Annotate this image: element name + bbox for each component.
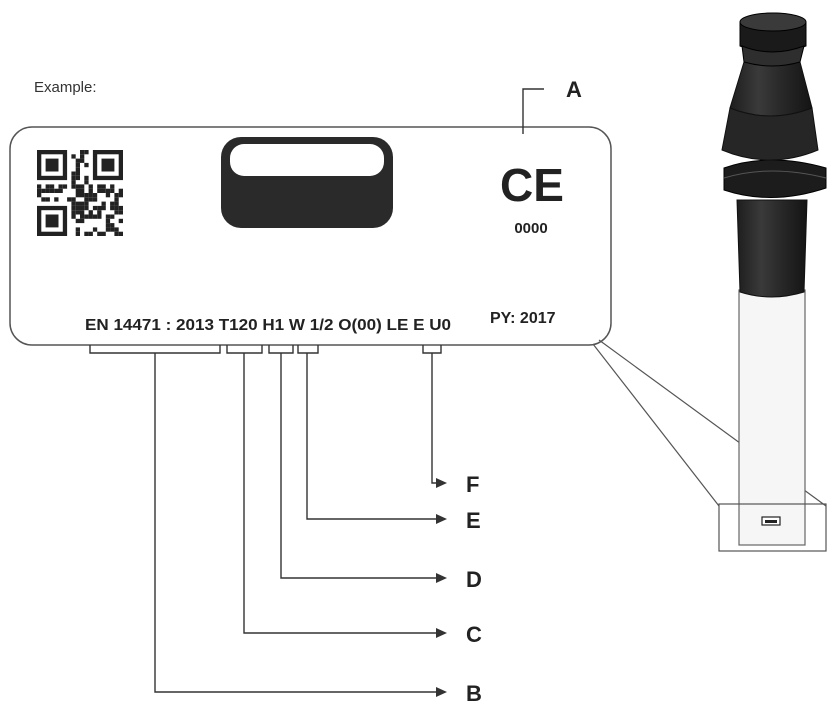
arrow-e-icon — [436, 514, 447, 524]
production-year: PY: 2017 — [490, 310, 556, 327]
flue-pipe-cone — [729, 61, 813, 117]
data-plate — [9, 126, 612, 346]
leader-e — [306, 353, 436, 520]
callout-label-b: B — [466, 681, 482, 706]
notified-body-number: 0000 — [514, 220, 547, 237]
leader-arrowheads — [436, 478, 447, 697]
bracket-d — [268, 345, 294, 354]
designation-brackets — [89, 345, 442, 354]
flue-pipe-illustration — [718, 12, 827, 552]
leader-c — [243, 353, 436, 634]
arrow-f-icon — [436, 478, 447, 488]
flue-pipe-tube — [738, 289, 806, 546]
leader-f — [431, 353, 436, 484]
flue-pipe-body — [736, 199, 808, 298]
designation-code: EN 14471 : 2013 T120 H1 W 1/2 O(00) LE E… — [85, 317, 451, 334]
callout-label-f: F — [466, 472, 479, 497]
callout-label-e: E — [466, 508, 481, 533]
flue-pipe-collar — [723, 159, 827, 199]
bracket-b — [89, 345, 221, 354]
ce-mark: CE — [500, 159, 564, 211]
callout-a-leader — [522, 88, 544, 134]
leader-d — [280, 353, 436, 579]
bracket-c — [226, 345, 263, 354]
callout-label-d: D — [466, 567, 482, 592]
arrow-d-icon — [436, 573, 447, 583]
callout-label-c: C — [466, 622, 482, 647]
zoom-box — [718, 503, 827, 552]
arrow-c-icon — [436, 628, 447, 638]
bracket-e — [297, 345, 319, 354]
arrow-b-icon — [436, 687, 447, 697]
callout-label-a: A — [566, 77, 582, 102]
bracket-f — [422, 345, 442, 354]
qr-code-icon — [37, 150, 123, 236]
leader-lines — [154, 353, 436, 693]
example-label: Example: — [34, 79, 97, 96]
window-symbol-icon — [221, 137, 393, 228]
leader-b — [154, 353, 436, 693]
